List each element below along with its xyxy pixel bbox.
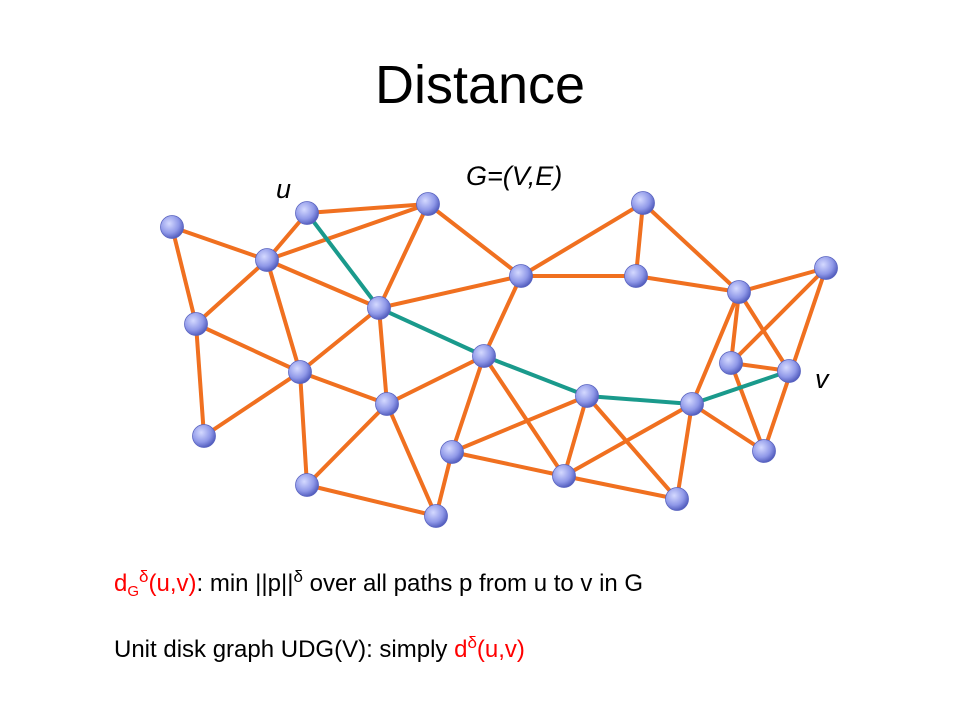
colon: : [196,570,204,597]
graph-edge [202,370,302,438]
graph-edge [762,266,828,453]
graph-edge [305,483,438,518]
udg-distance-notation: dδ(u,v) [454,633,525,663]
graph-edge [729,290,741,365]
graph-edge [298,370,389,406]
udg-delta-superscript: δ [467,633,477,652]
graph-edge [450,354,486,454]
graph-node [631,191,655,215]
graph-edge [562,402,694,478]
graph-node [719,351,743,375]
graph-edge [729,361,766,453]
graph-edge [585,394,679,501]
definition-line: dGδ(u,v): min ||p||δ over all paths p fr… [114,568,643,599]
graph-node [624,264,648,288]
graph-edge [519,201,645,278]
graph-edge [377,274,523,310]
d-letter: d [114,570,128,597]
udg-text: Unit disk graph UDG(V): simply [114,636,455,663]
definition-text-a: min ||p|| [203,570,294,597]
graph-edge [170,225,269,262]
graph-node [416,192,440,216]
graph-edge [450,394,589,454]
shortest-path-edge [585,394,694,406]
graph-edge [482,354,566,478]
node-u-label: u [276,174,292,204]
graph-edge [690,402,766,453]
graph-node [814,256,838,280]
norm-delta-superscript: δ [293,567,303,586]
graph-edge [298,306,381,374]
distance-notation: dGδ(u,v) [114,567,197,600]
graph-edge [562,474,679,501]
graph-edge [305,202,430,215]
graph-node [552,464,576,488]
graph-node [255,248,279,272]
graph-edge [194,322,206,438]
graph-node [295,201,319,225]
graph-edge [194,322,302,374]
graph-edge [385,354,486,406]
delta-superscript: δ [139,567,149,586]
shortest-path-edge [305,211,381,310]
graph-node [752,439,776,463]
slide-title: Distance [374,55,586,115]
graph-node [295,473,319,497]
graph-node [680,392,704,416]
graph-node [727,280,751,304]
udg-d-letter: d [454,636,468,663]
graph-edge [690,290,741,406]
graph-node [375,392,399,416]
udg-line: Unit disk graph UDG(V): simply dδ(u,v) [114,634,525,662]
graph-node [509,264,533,288]
graph-edge [194,258,269,326]
graph-node [184,312,208,336]
shortest-path-edge [377,306,486,358]
node-v-label: v [815,364,829,394]
graph-edge [426,202,523,278]
graph-node [424,504,448,528]
graph-edge [377,306,389,406]
graph-edge [634,274,741,294]
graph-node [665,487,689,511]
path-layer [305,211,791,406]
graph-edge [641,201,741,294]
graph-node [367,296,391,320]
graph-node [288,360,312,384]
subscript-g: G [127,583,140,600]
udg-args: (u,v) [476,636,525,663]
distance-args: (u,v) [148,570,197,597]
graph-edge [170,225,198,326]
graph-node [160,215,184,239]
shortest-path-edge [690,369,791,406]
graph-edge [729,266,828,365]
node-layer [160,191,838,528]
shortest-path-edge [482,354,589,398]
graph-edge [675,402,694,501]
graph-label: G=(V,E) [466,161,563,191]
graph-edge [385,402,438,518]
graph-edge [634,201,645,278]
graph-edge [450,450,566,478]
graph-node [575,384,599,408]
graph-node [440,440,464,464]
graph-edge [482,274,523,358]
graph-node [472,344,496,368]
graph-edge [377,202,430,310]
graph-edge [298,370,309,487]
definition-text-b: over all paths p from u to v in G [302,570,644,597]
graph-edge [265,202,430,262]
graph-edge [265,258,302,374]
graph-edge [562,394,589,478]
graph-node [777,359,801,383]
graph-node [192,424,216,448]
graph-edge [305,402,389,487]
graph-edge [737,266,828,294]
graph-edge [265,258,381,310]
